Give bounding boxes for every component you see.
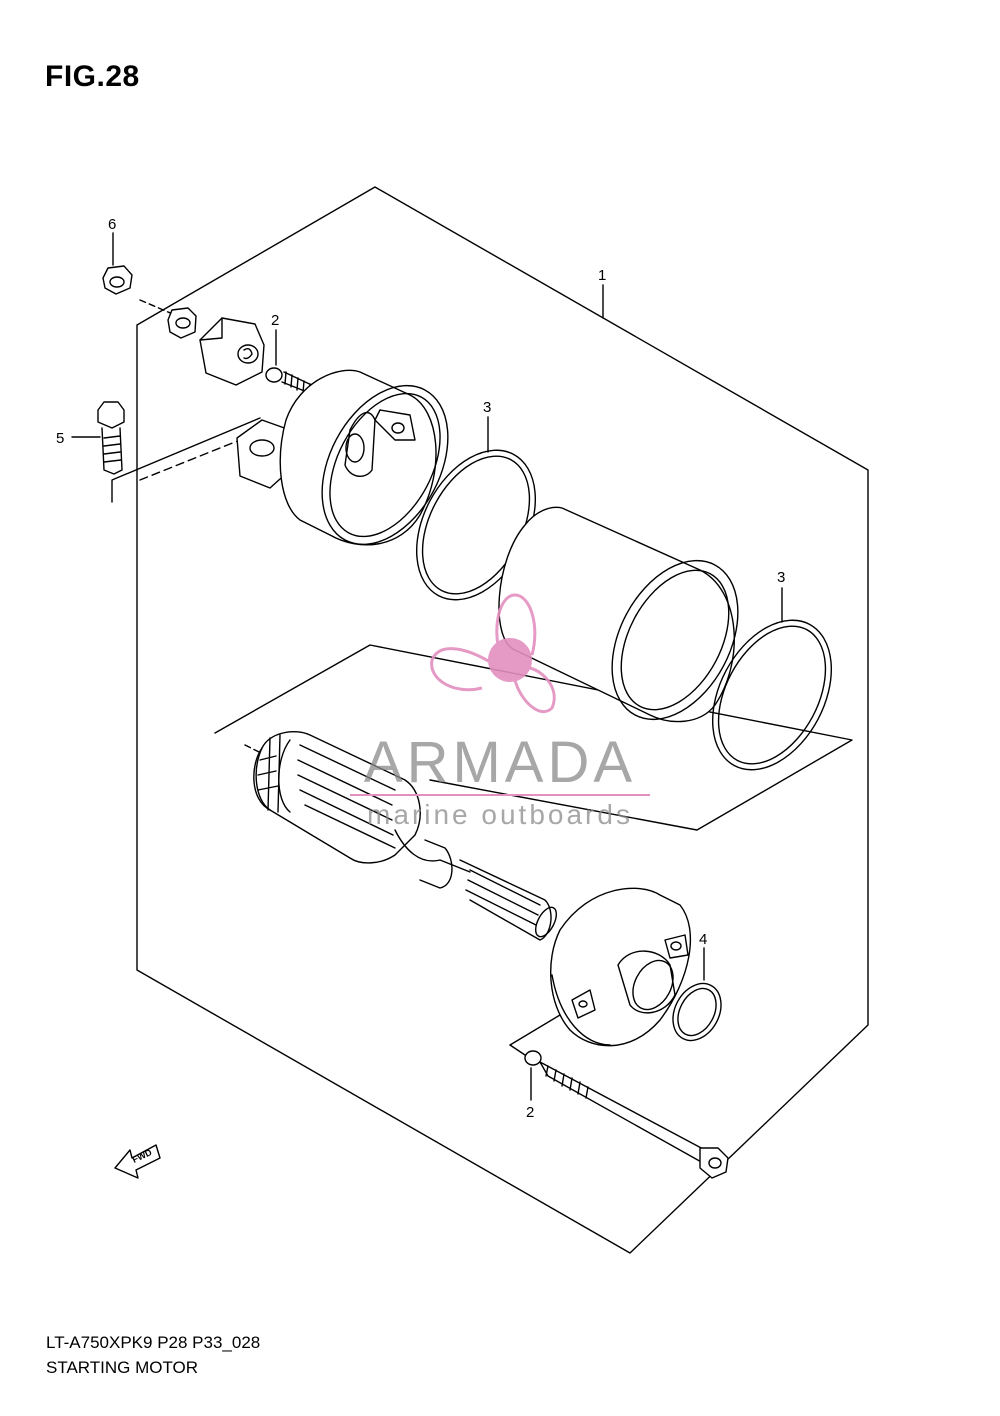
callout-2-lower: 2 bbox=[526, 1104, 534, 1121]
watermark-tagline: marine outboards bbox=[367, 799, 633, 830]
part-2-o-ring-lower bbox=[524, 1050, 542, 1066]
figure-name: STARTING MOTOR bbox=[46, 1358, 199, 1377]
callout-3-lower: 3 bbox=[777, 569, 785, 586]
part-terminal-nut bbox=[167, 307, 197, 339]
part-through-bolt bbox=[539, 1061, 729, 1179]
callout-5: 5 bbox=[56, 430, 64, 447]
alignment-line-armature bbox=[244, 744, 266, 756]
fwd-arrow bbox=[114, 1144, 161, 1179]
part-6-flange-nut bbox=[102, 265, 133, 295]
watermark-name: ARMADA bbox=[364, 730, 636, 795]
part-front-housing bbox=[236, 369, 449, 546]
part-yoke-frame bbox=[498, 506, 739, 723]
callout-1: 1 bbox=[598, 267, 606, 284]
part-2-o-ring-upper bbox=[265, 367, 283, 383]
end-plane-edge bbox=[509, 1044, 526, 1056]
callout-4: 4 bbox=[699, 931, 707, 948]
upper-plane-outline bbox=[111, 417, 261, 503]
figure-code: LT-A750XPK9 P28 P33_028 bbox=[46, 1333, 261, 1352]
end-plane-outline bbox=[509, 1014, 561, 1046]
part-rear-bracket bbox=[550, 887, 692, 1047]
callout-3-upper: 3 bbox=[483, 399, 491, 416]
alignment-line-bolt bbox=[139, 439, 241, 481]
alignment-line-nut bbox=[139, 299, 176, 316]
assembly-outline bbox=[136, 186, 869, 1254]
armada-logo-icon bbox=[430, 593, 556, 714]
part-terminal-cap bbox=[199, 317, 265, 386]
part-4-o-ring bbox=[672, 982, 722, 1042]
armature-plane-outline bbox=[214, 644, 853, 831]
callout-6: 6 bbox=[108, 216, 116, 233]
figure-title: FIG.28 bbox=[45, 60, 140, 93]
callout-2-upper: 2 bbox=[271, 312, 279, 329]
part-armature bbox=[253, 731, 558, 941]
part-5-bolt bbox=[97, 401, 125, 475]
part-3-o-ring-lower bbox=[711, 619, 833, 771]
